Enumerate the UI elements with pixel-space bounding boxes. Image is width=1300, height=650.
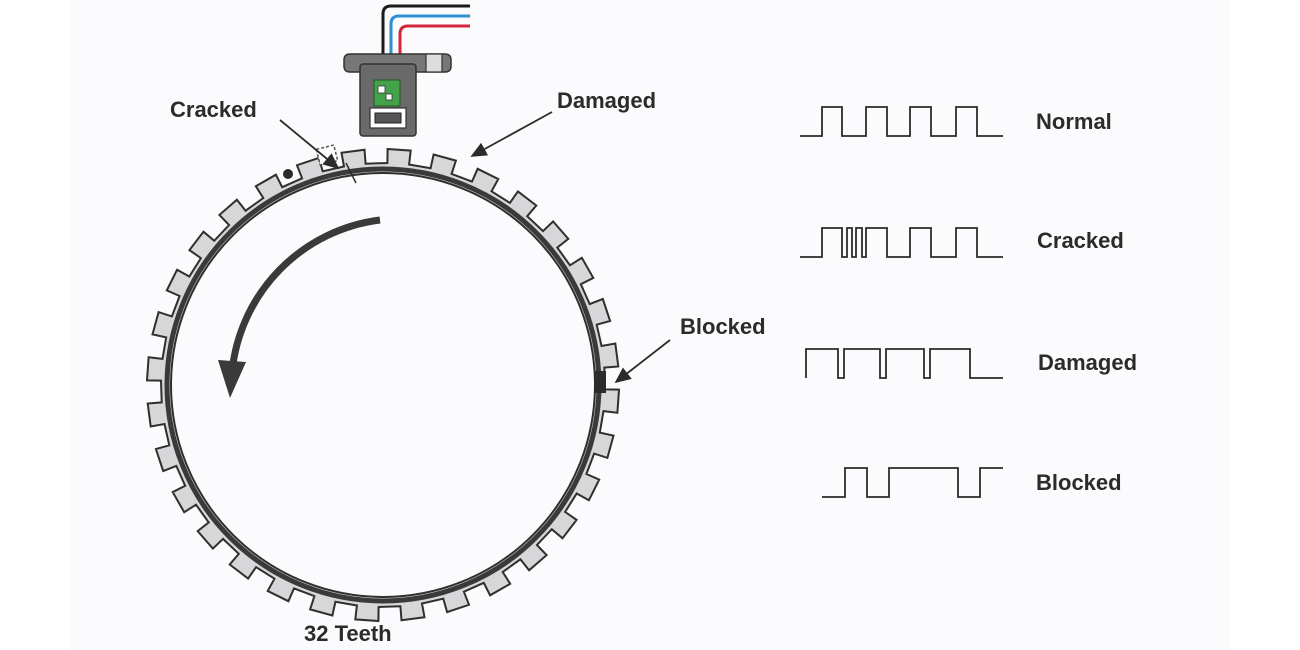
wire-blue (389, 14, 470, 84)
crack-mark (345, 162, 357, 184)
cracked-tooth-outline (315, 144, 339, 166)
ring-dot (283, 169, 293, 179)
waveform-damaged: Damaged (805, 348, 1137, 379)
waveform-blocked-trace (822, 467, 1003, 498)
waveform-cracked: Cracked (800, 227, 1124, 258)
waveform-damaged-label: Damaged (1038, 350, 1137, 375)
sensor-tip-element (374, 112, 402, 124)
waveform-damaged-trace (805, 348, 1003, 379)
wire-red (398, 24, 470, 84)
callout-damaged-arrow (470, 111, 553, 157)
waveform-blocked: Blocked (822, 467, 1122, 498)
blocked-tooth-marker (594, 371, 606, 393)
wheel-speed-sensor (343, 4, 470, 137)
waveform-normal: Normal (800, 106, 1112, 137)
waveform-normal-label: Normal (1036, 109, 1112, 134)
callout-blocked-arrow (614, 339, 671, 384)
rotation-arrow-head (218, 360, 246, 398)
teeth-count-label: 32 Teeth (304, 621, 392, 646)
waveform-normal-trace (800, 106, 1003, 137)
waveform-cracked-label: Cracked (1037, 228, 1124, 253)
left-margin-band (0, 0, 70, 650)
callout-damaged-label: Damaged (557, 88, 656, 113)
wire-black (381, 4, 470, 62)
sensor-flange-cap (425, 53, 443, 73)
callout-cracked-arrow (279, 119, 340, 170)
callout-cracked-label: Cracked (170, 97, 257, 122)
waveform-cracked-trace (800, 227, 1003, 258)
callout-blocked-label: Blocked (680, 314, 766, 339)
tone-ring (145, 144, 621, 623)
rotation-arrow (228, 216, 381, 373)
sensor-chip-2 (385, 93, 393, 101)
waveform-blocked-label: Blocked (1036, 470, 1122, 495)
sensor-chip-1 (377, 85, 386, 94)
right-margin-band (1230, 0, 1300, 650)
